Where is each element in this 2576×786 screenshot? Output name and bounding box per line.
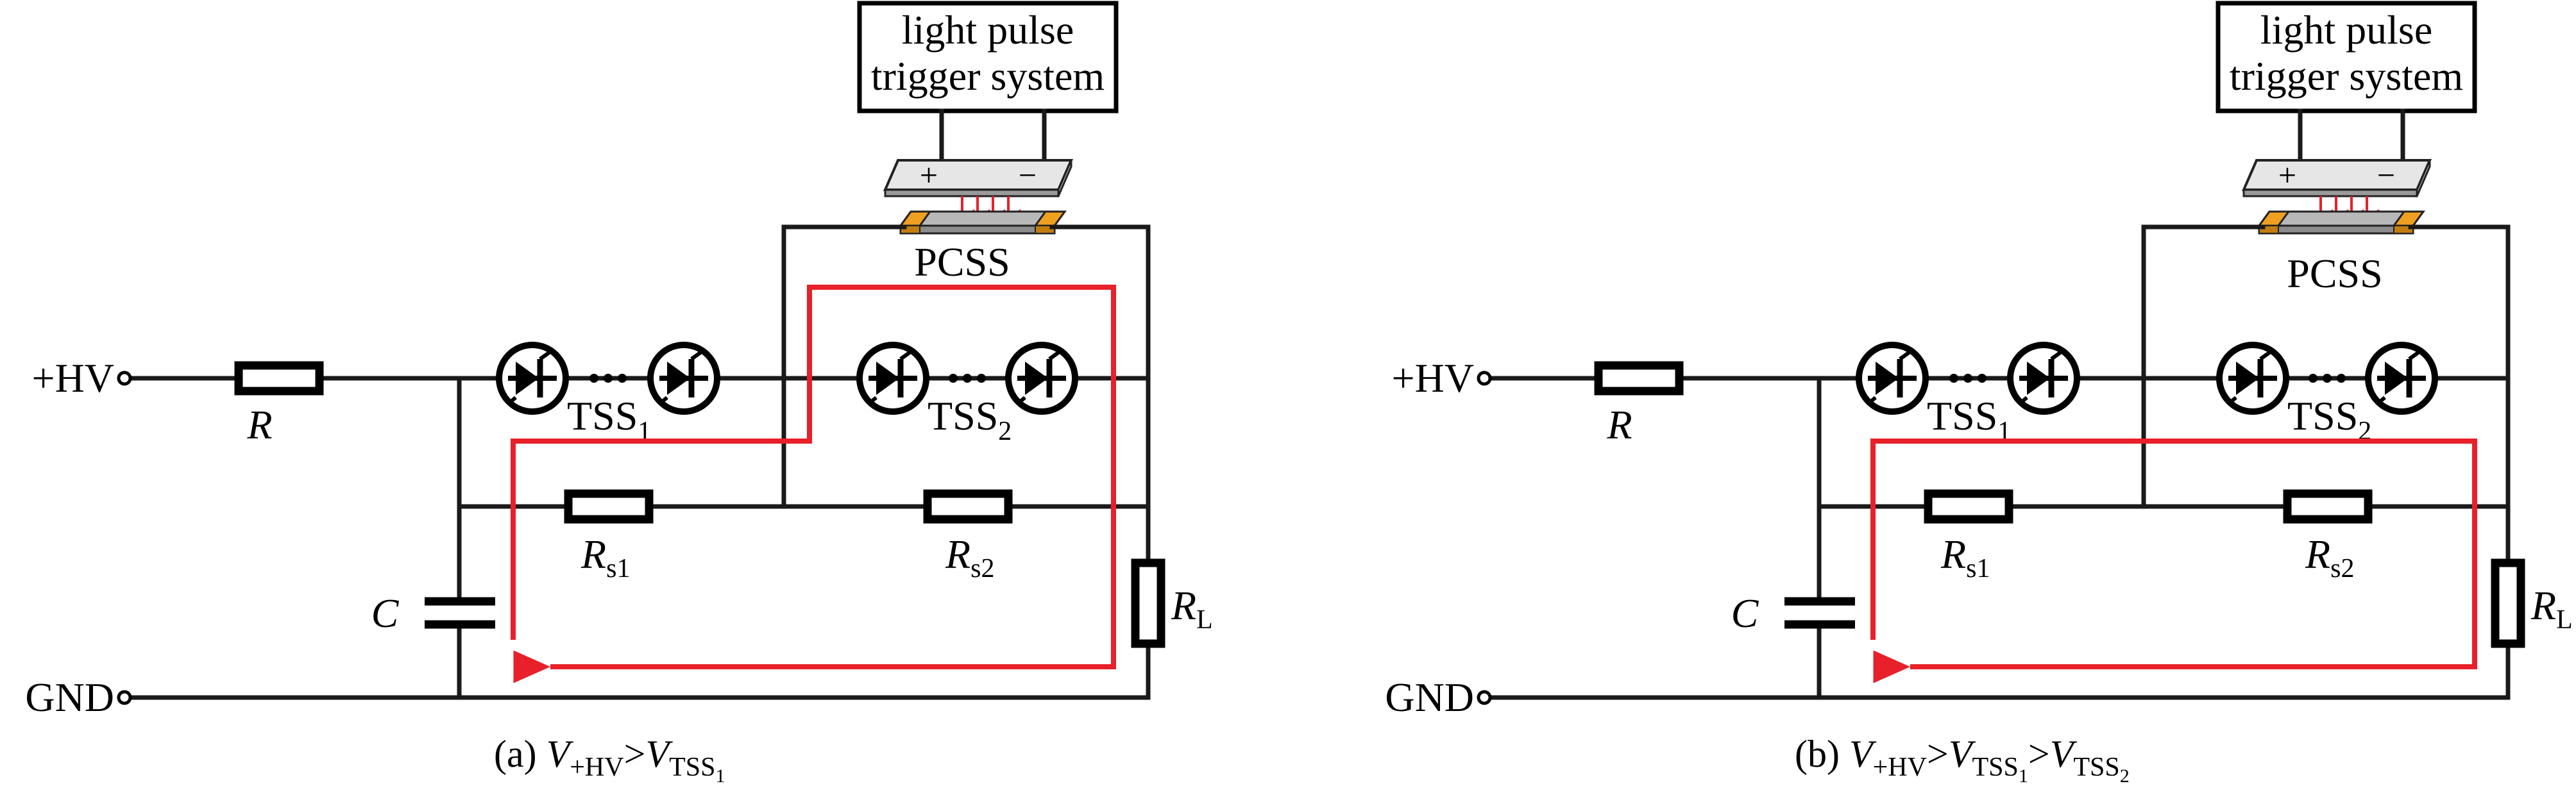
resistor-rl-b: [2491, 558, 2525, 648]
resistor-rl-a: [1131, 558, 1165, 648]
c-label-b: C: [1731, 590, 1759, 636]
tss1-dots-b: [1949, 374, 1987, 383]
tss2-left-icon-b: [2219, 345, 2286, 412]
trigger-label-line2-b: trigger system: [2230, 53, 2463, 99]
hv-terminal-icon-b: [1477, 371, 1492, 386]
pcss-switch-b: [2257, 210, 2425, 235]
plus-sign-a: +: [920, 157, 938, 193]
hv-terminal-icon-a: [117, 371, 132, 386]
pcss-label-a: PCSS: [914, 239, 1010, 285]
tss1-right-icon-b: [2010, 345, 2077, 412]
wiring-b: [1483, 224, 2511, 700]
c-label-a: C: [371, 590, 400, 636]
light-pulse-led-icon-b: [2241, 159, 2432, 197]
tss1-label-a: TSS1: [567, 393, 651, 446]
trigger-label-line1-b: light pulse: [2260, 7, 2432, 53]
caption-a: (a) V+HV>VTSS1: [494, 733, 725, 786]
panel-a: light pulse trigger system + − PC: [25, 1, 1213, 786]
pcss-label-b: PCSS: [2287, 251, 2382, 296]
tss1-right-icon-a: [650, 345, 717, 412]
light-pulse-led-icon-a: [883, 159, 1074, 197]
minus-sign-a: −: [1019, 157, 1037, 193]
resistor-rs1-b: [1924, 489, 2013, 524]
rl-label-a: RL: [1171, 583, 1213, 635]
resistor-rs1-a: [564, 489, 654, 524]
tss1-left-icon-a: [499, 345, 566, 412]
hv-label-b: +HV: [1391, 355, 1474, 401]
r-label-b: R: [1606, 402, 1632, 447]
rs2-label-a: Rs2: [945, 531, 994, 583]
tss1-label-b: TSS1: [1927, 393, 2011, 446]
tss2-label-a: TSS2: [928, 393, 1012, 446]
tss2-dots-b: [2309, 374, 2346, 383]
tss2-right-icon-b: [2368, 345, 2435, 412]
trigger-label-line2-a: trigger system: [871, 53, 1105, 99]
r-label-a: R: [246, 402, 272, 447]
trigger-system-box-a: [857, 1, 1119, 113]
tss1-dots-a: [589, 374, 627, 383]
caption-b: (b) V+HV>VTSS1>VTSS2: [1795, 733, 2130, 786]
resistor-r-a: [234, 361, 324, 396]
capacitor-c-a: [425, 597, 495, 629]
trigger-system-box-b: [2216, 1, 2477, 113]
gnd-label-b: GND: [1385, 674, 1474, 720]
tss2-left-icon-a: [860, 345, 926, 412]
tss2-label-b: TSS2: [2287, 393, 2371, 446]
current-path-a: [511, 285, 1116, 683]
tss1-left-icon-b: [1859, 345, 1926, 412]
wiring-a: [123, 224, 1151, 700]
resistor-r-b: [1594, 361, 1684, 396]
resistor-rs2-b: [2283, 489, 2373, 524]
tss2-dots-a: [949, 374, 986, 383]
gnd-label-a: GND: [25, 674, 114, 720]
minus-sign-b: −: [2377, 157, 2395, 193]
trigger-label-line1-a: light pulse: [902, 7, 1074, 53]
tss2-right-icon-a: [1008, 345, 1075, 412]
rs1-label-a: Rs1: [580, 531, 630, 583]
hv-label-a: +HV: [31, 355, 114, 401]
plus-sign-b: +: [2278, 157, 2296, 193]
gnd-terminal-icon-a: [117, 690, 132, 705]
current-path-b: [1870, 439, 2477, 683]
resistor-rs2-a: [923, 489, 1013, 524]
capacitor-c-b: [1784, 597, 1855, 629]
pcss-switch-a: [899, 210, 1067, 235]
rs1-label-b: Rs1: [1940, 531, 1990, 583]
panel-b: light pulse trigger system + − PCSS: [1385, 1, 2573, 786]
rl-label-b: RL: [2530, 583, 2573, 635]
rs2-label-b: Rs2: [2305, 531, 2354, 583]
gnd-terminal-icon-b: [1477, 690, 1492, 705]
